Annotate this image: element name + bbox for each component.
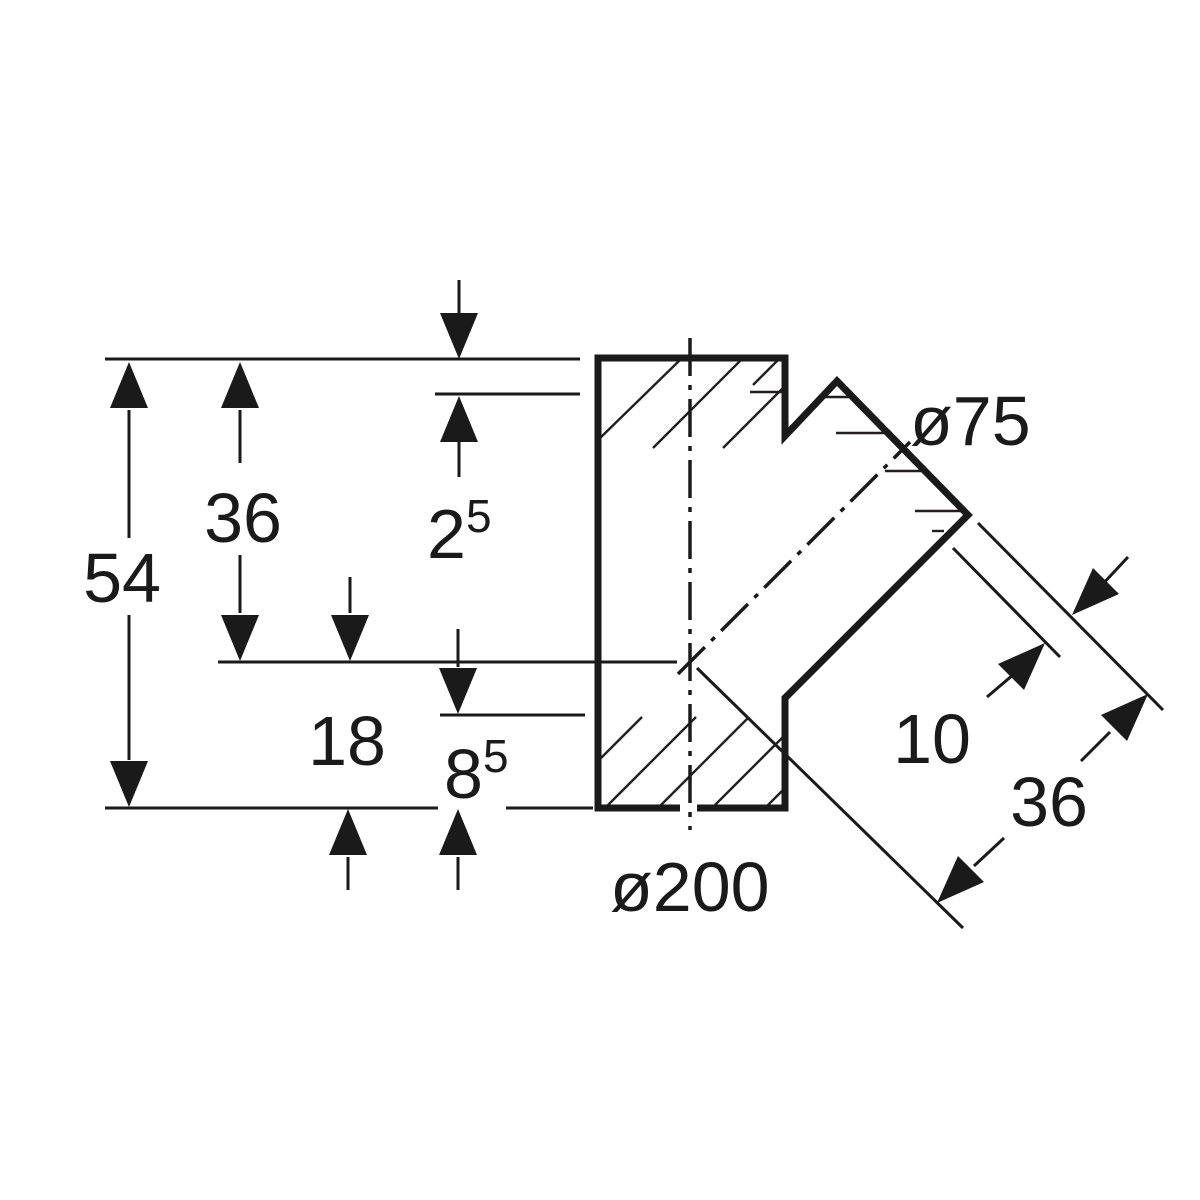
- dim-label-10: 10: [893, 700, 971, 778]
- dim-label-36-branch: 36: [1010, 763, 1088, 841]
- branch-axis-centerline: [676, 440, 912, 676]
- dim-label-diameter-200: ø200: [610, 848, 770, 926]
- part-outline: [594, 354, 973, 812]
- dim-label-2-5: 25: [427, 490, 492, 573]
- dimension-labels: 54 36 25 18 85 ø75 ø200 10 36: [83, 382, 1088, 926]
- dim-label-36-left: 36: [204, 479, 282, 557]
- dim-label-54: 54: [83, 539, 161, 617]
- dim-label-8-5: 85: [444, 730, 509, 813]
- dim-label-18: 18: [308, 702, 386, 780]
- dimension-arrows: [110, 280, 1148, 903]
- reference-lines: [105, 357, 1165, 930]
- center-lines: [676, 338, 912, 830]
- dim-label-diameter-75: ø75: [910, 382, 1031, 460]
